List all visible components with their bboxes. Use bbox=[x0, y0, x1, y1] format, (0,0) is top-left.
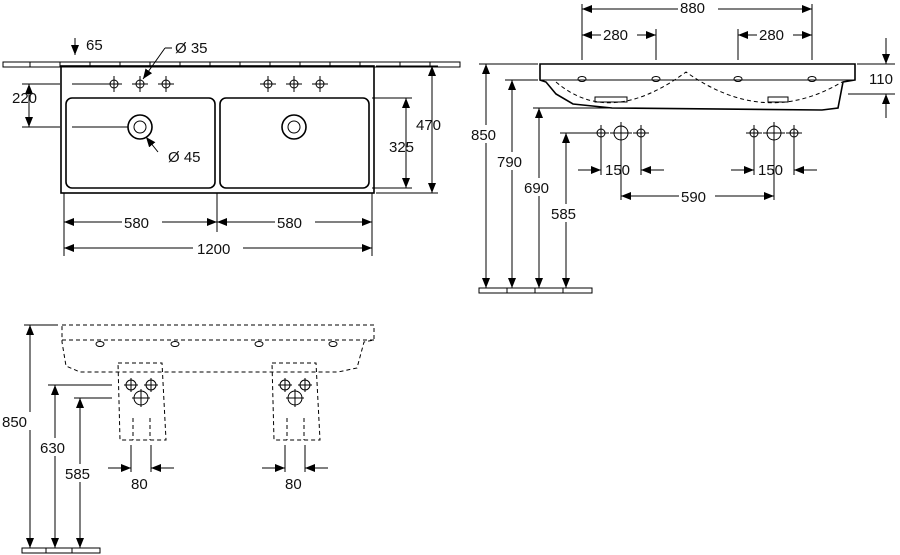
dim-trap-width-right: 80 bbox=[285, 476, 302, 493]
dim-tap-spacing-left: 280 bbox=[603, 27, 628, 44]
dim-front-height-630: 630 bbox=[40, 440, 65, 457]
dim-height-top: 850 bbox=[471, 127, 496, 144]
dim-tap-hole-depth: 220 bbox=[12, 90, 37, 107]
washbasin-front-dashed bbox=[61, 324, 375, 373]
dim-overall-width: 1200 bbox=[197, 241, 230, 258]
tap-holes-right bbox=[260, 76, 328, 92]
trap-left bbox=[117, 362, 167, 441]
side-view: 880 280 280 110 bbox=[469, 0, 895, 294]
tap-holes-left bbox=[106, 76, 174, 92]
dim-height-585: 585 bbox=[551, 206, 576, 223]
top-view: 65 Ø 35 Ø 45 220 325 470 580 580 bbox=[2, 37, 461, 258]
valve-group-right bbox=[746, 122, 802, 144]
dim-basin-depth: 325 bbox=[389, 139, 414, 156]
dim-waste-diameter: Ø 45 bbox=[168, 149, 201, 166]
dim-height-790: 790 bbox=[497, 154, 522, 171]
valve-group-left bbox=[593, 122, 649, 144]
dim-overall-depth: 470 bbox=[416, 117, 441, 134]
dim-height-690: 690 bbox=[524, 180, 549, 197]
floor-strip-front bbox=[21, 547, 101, 554]
basin-left bbox=[65, 97, 216, 189]
washbasin-outline-plan bbox=[60, 65, 375, 194]
dim-front-height-585: 585 bbox=[65, 466, 90, 483]
dim-waste-spacing: 590 bbox=[681, 189, 706, 206]
washbasin-profile bbox=[539, 63, 856, 111]
dim-trap-width-left: 80 bbox=[131, 476, 148, 493]
dim-tap-spacing-right: 280 bbox=[759, 27, 784, 44]
dim-valve-spacing-left: 150 bbox=[605, 162, 630, 179]
side-tap-holes bbox=[577, 76, 817, 82]
dim-front-height-top: 850 bbox=[2, 414, 27, 431]
dim-rim-height: 110 bbox=[869, 71, 893, 88]
dim-tap-hole-diameter: Ø 35 bbox=[175, 40, 208, 57]
waste-left bbox=[127, 114, 153, 140]
dim-valve-spacing-right: 150 bbox=[758, 162, 783, 179]
wall-strip-top bbox=[2, 61, 461, 68]
front-view: 850 630 585 80 80 bbox=[2, 324, 375, 554]
waste-right bbox=[281, 114, 307, 140]
dim-tap-hole-offset: 65 bbox=[86, 37, 103, 54]
dim-basin-width-right: 580 bbox=[277, 215, 302, 232]
trap-right bbox=[271, 362, 321, 441]
dim-top-width: 880 bbox=[680, 0, 705, 17]
dim-basin-width-left: 580 bbox=[124, 215, 149, 232]
basin-right bbox=[219, 97, 370, 189]
